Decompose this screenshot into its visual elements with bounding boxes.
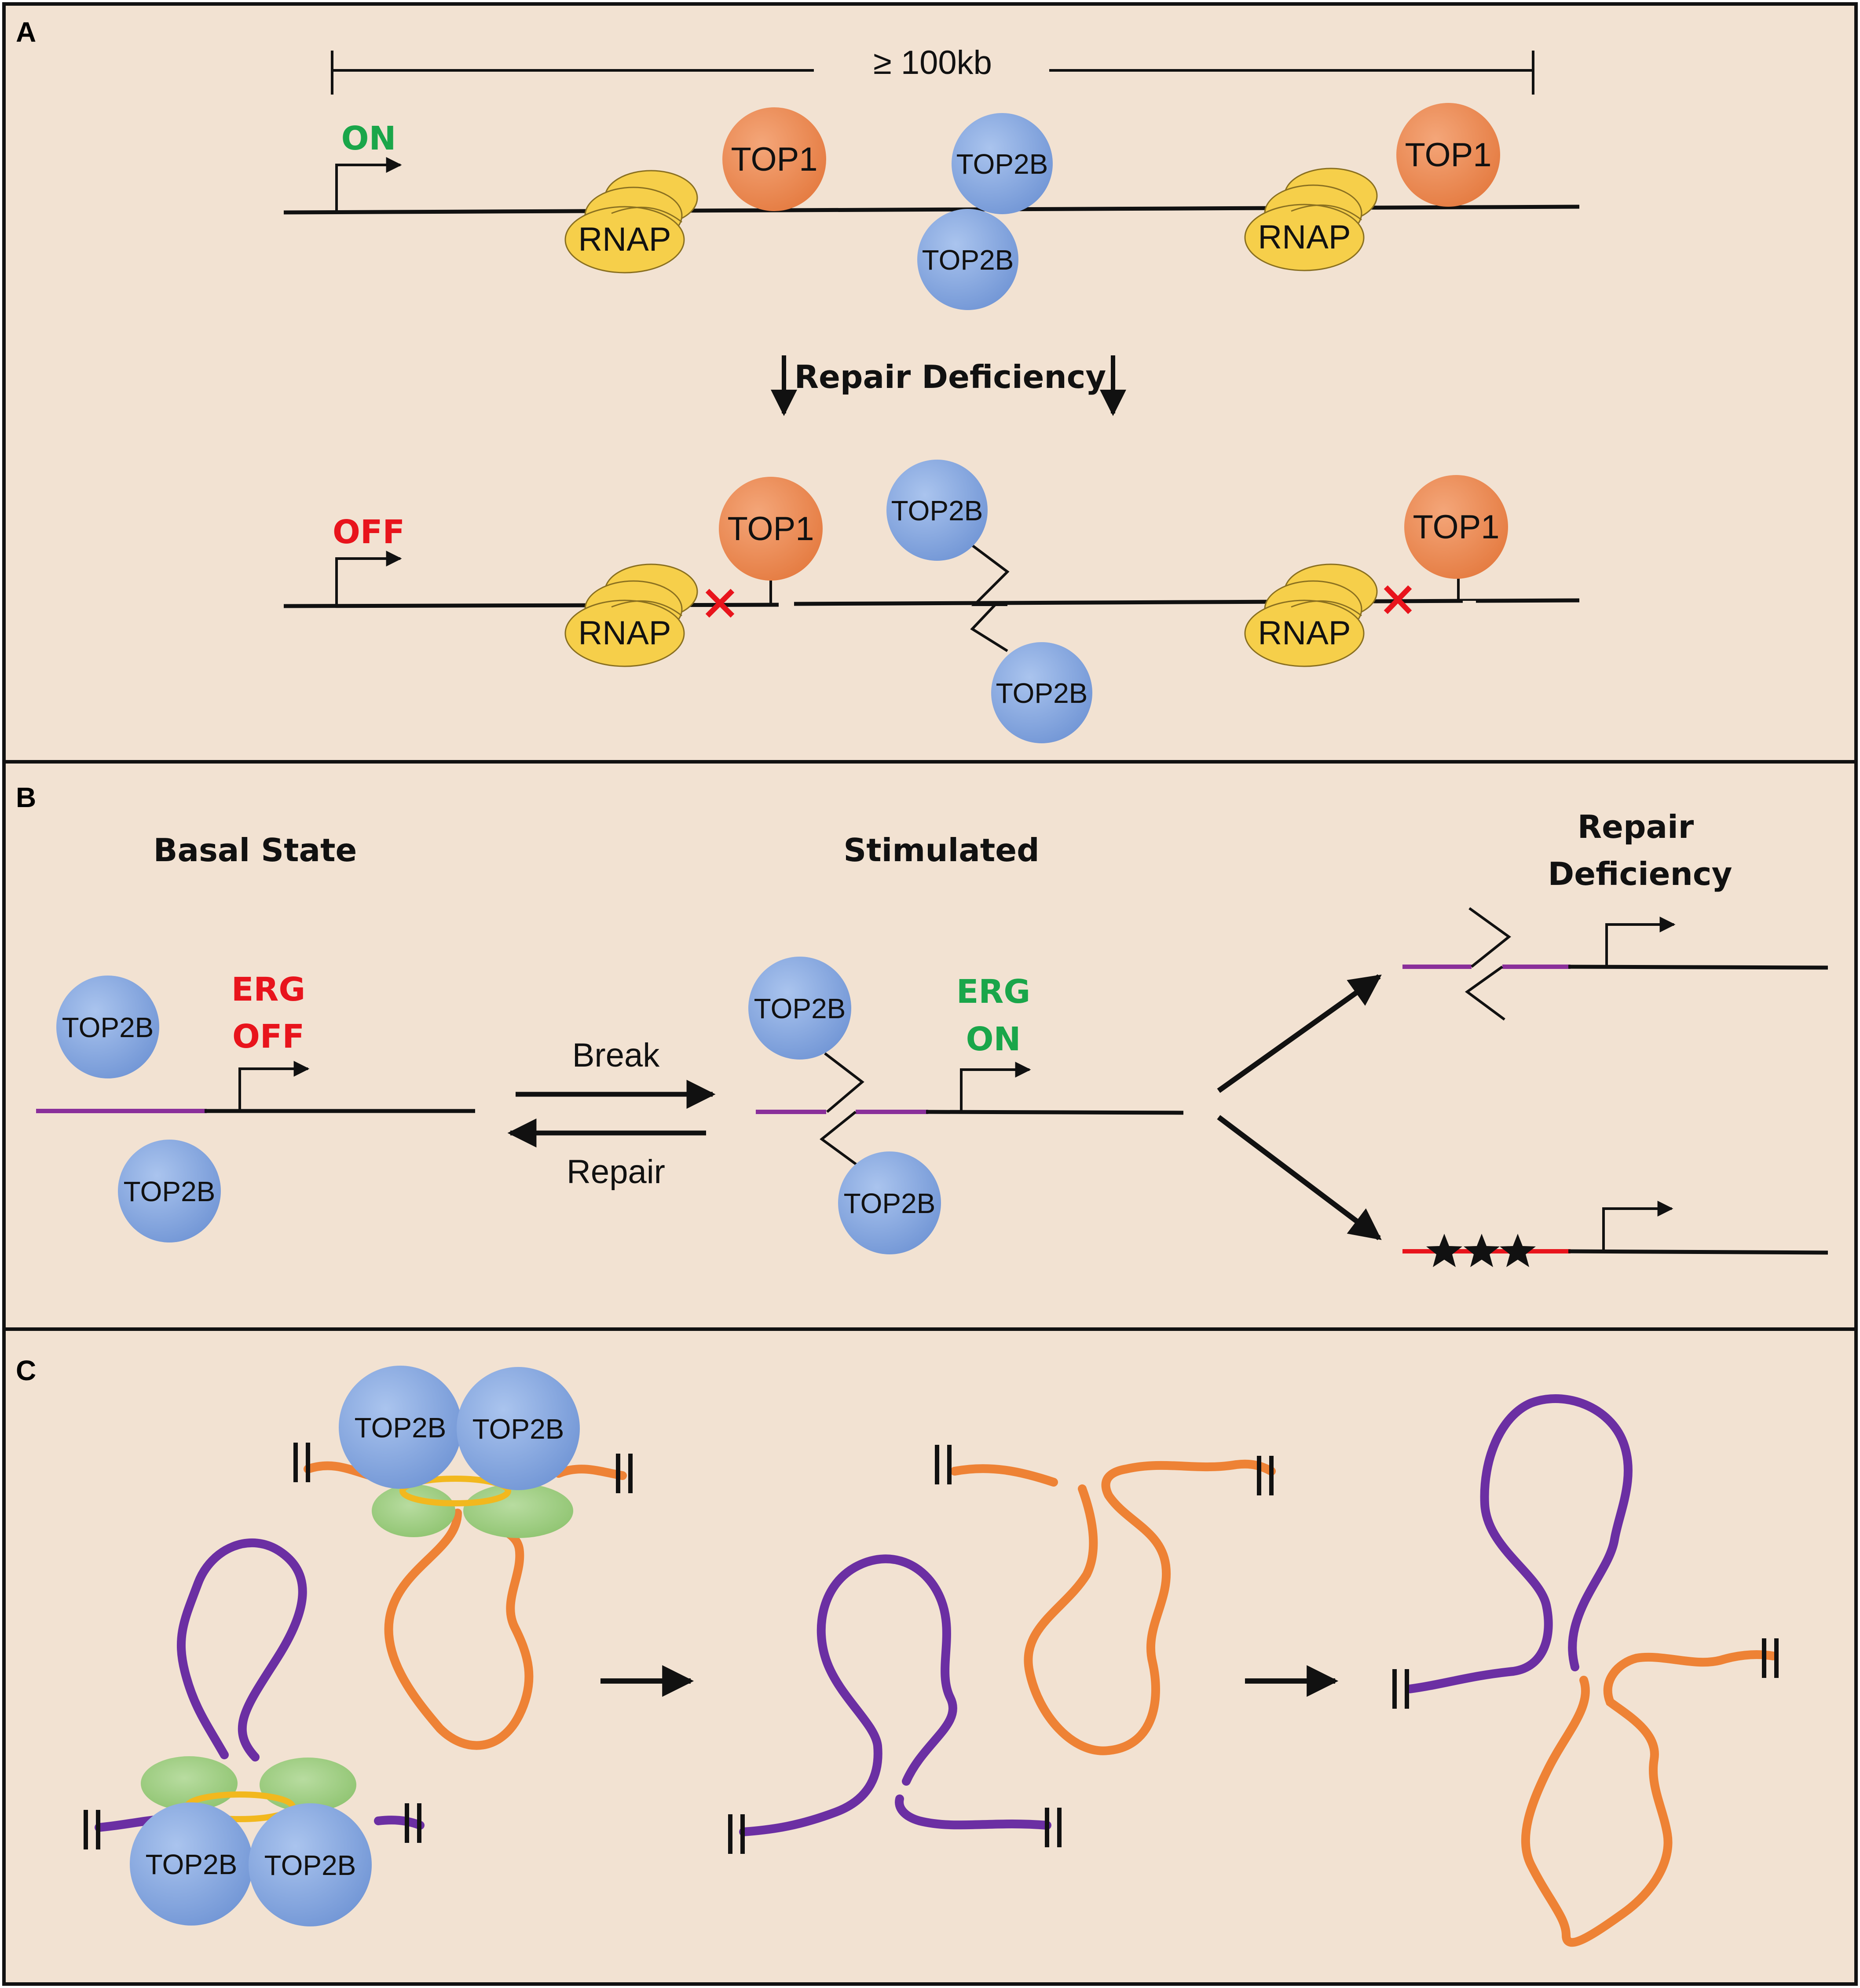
svg-text:TOP2B: TOP2B (355, 1412, 447, 1443)
panel-a-label: A (16, 16, 36, 48)
chromatin-end-icon (293, 1443, 310, 1482)
mutated-dna-outcome (1402, 1201, 1828, 1267)
scale-bar: ≥ 100kb (331, 44, 1534, 95)
red-x-icon (1384, 585, 1412, 614)
svg-text:TOP2B: TOP2B (62, 1012, 154, 1043)
chromatin-end-icon (935, 1445, 952, 1484)
rnap-1: RNAP (564, 170, 698, 274)
chromatin-end-icon (616, 1454, 633, 1493)
repair-label: Repair (567, 1153, 665, 1191)
chromatin-end-icon (1045, 1808, 1062, 1847)
stimulated-state: ERG ON TOP2B TOP2B (748, 957, 1184, 1254)
top2b-3: TOP2B (886, 460, 988, 561)
top2b-12: TOP2B (249, 1803, 372, 1926)
scale-label: ≥ 100kb (873, 44, 992, 81)
svg-text:TOP2B: TOP2B (996, 677, 1088, 709)
silenced-gene-row: OFF RNAP TOP1 TOP2B T (283, 460, 1580, 743)
repair-deficiency-label: Repair Deficiency (795, 358, 1106, 395)
svg-text:RNAP: RNAP (1258, 219, 1351, 256)
broken-orange-loop (935, 1445, 1276, 1755)
panel-b-label: B (16, 782, 36, 813)
chromatin-end-icon (84, 1810, 100, 1849)
svg-text:TOP2B: TOP2B (922, 244, 1014, 276)
top1-4: TOP1 (1404, 475, 1508, 579)
panel-c: C TOP2B TOP2B (2, 1327, 1858, 1986)
svg-text:TOP2B: TOP2B (956, 148, 1048, 180)
top2b-6: TOP2B (118, 1140, 221, 1242)
stimulated-label: Stimulated (843, 832, 1039, 869)
chromatin-end-icon (728, 1814, 745, 1854)
svg-text:TOP2B: TOP2B (146, 1849, 238, 1880)
erg-label: ERG (956, 973, 1030, 1011)
svg-text:RNAP: RNAP (578, 614, 671, 652)
chromatin-end-icon (1392, 1669, 1409, 1709)
basal-state-label: Basal State (154, 832, 357, 869)
top2b-2: TOP2B (917, 209, 1018, 310)
svg-text:TOP2B: TOP2B (754, 993, 846, 1024)
panel-a: A ≥ 100kb ON RNAP TOP1 TOP2B (2, 2, 1858, 764)
repair-deficiency-arrows: Repair Deficiency (771, 355, 1126, 416)
translocation-product (1392, 1394, 1779, 1947)
break-label: Break (572, 1037, 660, 1074)
chromatin-end-icon (1762, 1638, 1779, 1678)
top2b-9: TOP2B (339, 1366, 462, 1489)
top2b-1: TOP2B (952, 113, 1053, 214)
repair-deficiency-label-1: Repair (1578, 808, 1694, 845)
on-label: ON (341, 120, 396, 157)
top2b-5: TOP2B (56, 976, 159, 1078)
erg-on-label: ON (966, 1020, 1021, 1058)
erg-label: ERG (231, 971, 305, 1009)
red-x-icon (705, 588, 735, 618)
orange-loop-complex: TOP2B TOP2B (293, 1366, 633, 1750)
break-repair-arrows: Break Repair (507, 1037, 716, 1191)
svg-text:TOP1: TOP1 (727, 510, 814, 548)
active-gene-row: ON RNAP TOP1 TOP2B TOP2B RNAP (283, 103, 1580, 310)
svg-text:RNAP: RNAP (578, 221, 671, 258)
panel-b: B Basal State Stimulated Repair Deficien… (2, 760, 1858, 1331)
rnap-4: RNAP (1244, 563, 1378, 667)
rnap-2: RNAP (1244, 168, 1378, 271)
top2b-4: TOP2B (991, 642, 1092, 743)
purple-loop-complex: TOP2B TOP2B (84, 1538, 425, 1926)
broken-purple-loop (728, 1554, 1062, 1854)
chromatin-end-icon (1257, 1456, 1274, 1495)
svg-text:RNAP: RNAP (1258, 614, 1351, 652)
basal-state: ERG OFF TOP2B TOP2B (36, 971, 475, 1242)
svg-text:TOP2B: TOP2B (844, 1188, 936, 1219)
svg-text:TOP1: TOP1 (1413, 508, 1499, 546)
erg-off-label: OFF (232, 1018, 304, 1056)
chromatin-end-icon (405, 1803, 421, 1843)
mutation-star-icons (1426, 1234, 1536, 1267)
top2b-7: TOP2B (748, 957, 851, 1060)
repair-deficiency-label-2: Deficiency (1548, 855, 1732, 892)
rnap-3: RNAP (564, 563, 698, 667)
top2b-8: TOP2B (838, 1151, 941, 1254)
svg-text:TOP2B: TOP2B (472, 1413, 564, 1445)
svg-text:TOP1: TOP1 (1405, 136, 1491, 174)
top1-1: TOP1 (722, 107, 826, 211)
svg-text:TOP2B: TOP2B (891, 495, 983, 526)
top2b-11: TOP2B (130, 1802, 253, 1926)
top1-3: TOP1 (719, 477, 823, 581)
panel-c-label: C (16, 1355, 36, 1386)
svg-text:TOP1: TOP1 (731, 141, 817, 178)
off-label: OFF (333, 513, 405, 551)
svg-text:TOP2B: TOP2B (264, 1849, 356, 1881)
outcome-arrows (1217, 974, 1382, 1240)
top1-2: TOP1 (1396, 103, 1500, 207)
top2b-10: TOP2B (457, 1367, 580, 1490)
svg-text:TOP2B: TOP2B (124, 1176, 216, 1207)
broken-dna-outcome (1402, 907, 1828, 1021)
